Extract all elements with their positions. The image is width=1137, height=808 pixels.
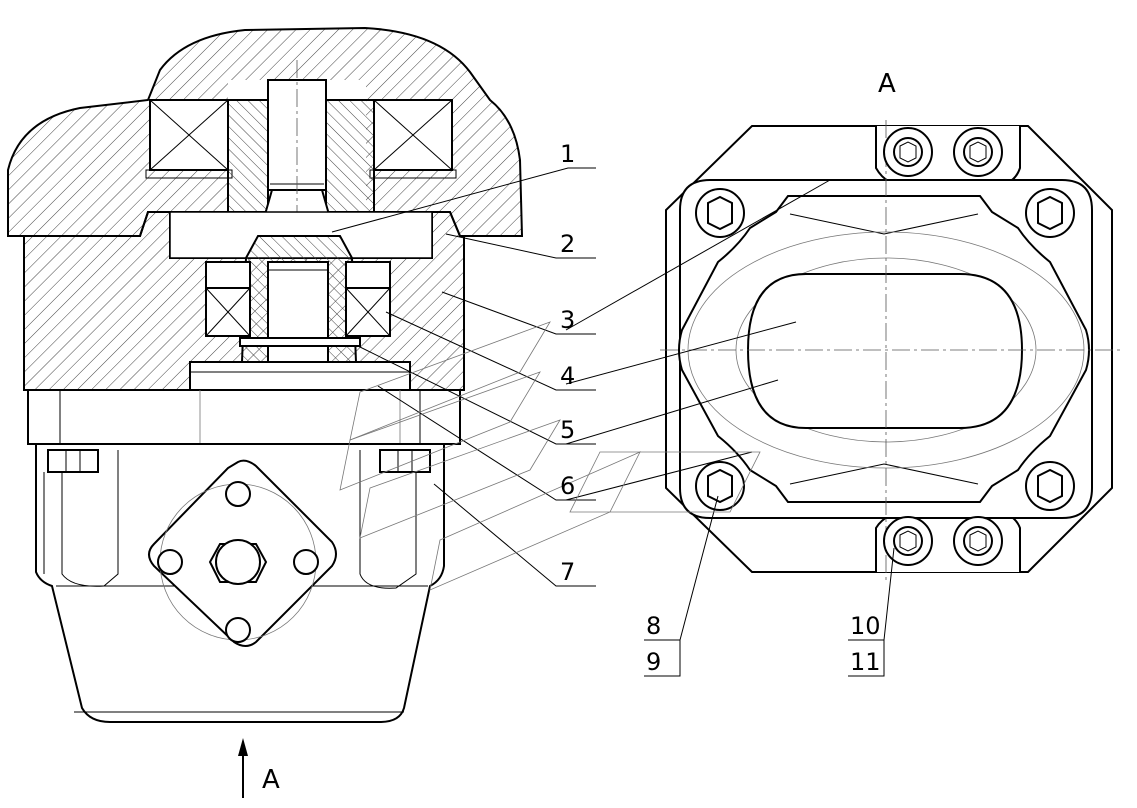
callout-6: 6 bbox=[560, 472, 575, 500]
view-arrow bbox=[238, 738, 248, 798]
callout-4: 4 bbox=[560, 362, 575, 390]
upper-bearing-right bbox=[369, 99, 457, 179]
callout-5: 5 bbox=[560, 416, 575, 444]
callout-10: 10 bbox=[850, 612, 881, 640]
section-view: A bbox=[7, 26, 524, 798]
callout-9: 9 bbox=[646, 648, 661, 676]
view-arrow-label: A bbox=[262, 765, 280, 795]
leaders bbox=[331, 167, 895, 677]
lower-bearing-right bbox=[345, 261, 391, 337]
view-a: A bbox=[660, 69, 1120, 580]
oval-opening bbox=[746, 273, 1024, 429]
corner-bolts bbox=[695, 188, 1075, 511]
callout-11: 11 bbox=[850, 648, 881, 676]
callout-8: 8 bbox=[646, 612, 661, 640]
view-a-label: A bbox=[878, 69, 896, 99]
upper-bearing-left bbox=[145, 99, 233, 179]
callout-labels: 1 2 3 4 5 6 7 8 9 10 11 bbox=[560, 140, 881, 676]
callout-7: 7 bbox=[560, 558, 575, 586]
callout-1: 1 bbox=[560, 140, 575, 168]
bolt-left bbox=[43, 449, 119, 587]
diamond-flange bbox=[148, 459, 337, 647]
lower-plate bbox=[27, 389, 461, 445]
lower-bearing-left bbox=[205, 261, 251, 337]
clamp-screws bbox=[883, 127, 1003, 566]
callout-2: 2 bbox=[560, 230, 575, 258]
shaft bbox=[262, 60, 332, 470]
callout-3: 3 bbox=[560, 306, 575, 334]
bolt-right bbox=[359, 449, 431, 589]
